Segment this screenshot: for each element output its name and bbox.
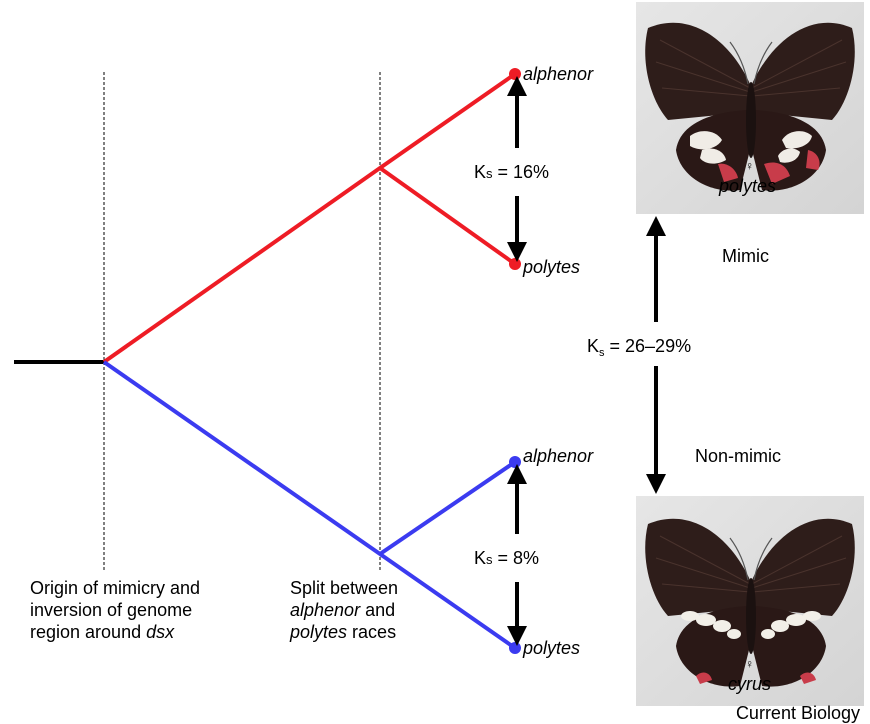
nonmimic-alphenor-node [509,456,521,468]
nonmimic-alphenor-branch [380,462,515,554]
mimic-branch [104,168,380,362]
mimic-polytes-node [509,258,521,270]
nonmimic-label: Non-mimic [695,446,781,466]
origin-caption-line1: Origin of mimicry and [30,578,200,598]
mimic-alphenor-node [509,68,521,80]
polytes-sex-symbol: ♀ [745,159,754,173]
split-caption-line3: polytes races [289,622,396,642]
cyrus-sex-symbol: ♀ [745,657,754,671]
nonmimic-branch [104,362,380,554]
mimic-polytes-label: polytes [522,257,580,277]
nonmimic-polytes-branch [380,554,515,648]
mimic-ks-label: Ks = 16% [474,162,549,182]
nonmimic-polytes-label: polytes [522,638,580,658]
butterfly-photo-cyrus: ♀ cyrus [636,496,864,706]
origin-caption-line2: inversion of genome [30,600,192,620]
butterfly-photo-polytes: ♀ polytes [636,2,864,214]
mimic-label: Mimic [722,246,769,266]
origin-caption-line3: region around dsx [30,622,175,642]
between-ks-label: Ks = 26–29% [587,336,691,359]
nonmimic-ks-label: Ks = 8% [474,548,539,568]
nonmimic-alphenor-label: alphenor [523,446,594,466]
journal-credit: Current Biology [736,703,860,723]
mimic-polytes-branch [380,168,515,264]
mimic-alphenor-label: alphenor [523,64,594,84]
mimic-alphenor-branch [380,74,515,168]
nonmimic-polytes-node [509,642,521,654]
split-caption-line1: Split between [290,578,398,598]
polytes-photo-label: polytes [718,176,776,196]
split-caption-line2: alphenor and [290,600,395,620]
cyrus-photo-label: cyrus [728,674,771,694]
